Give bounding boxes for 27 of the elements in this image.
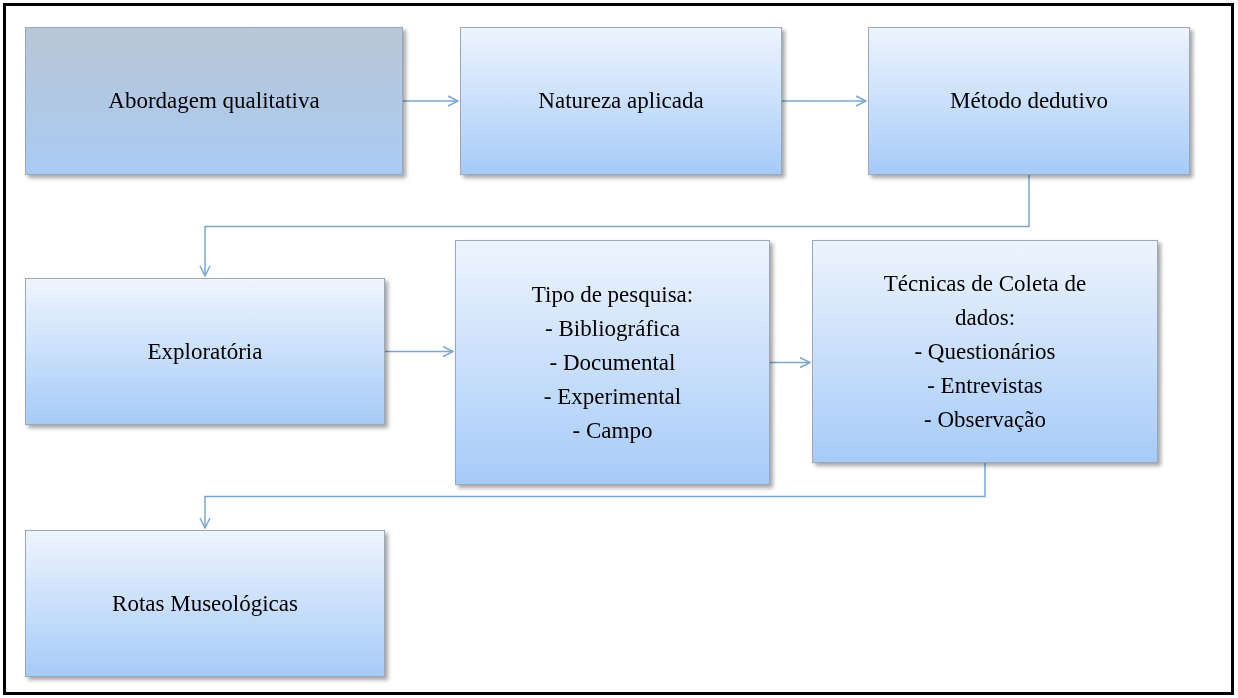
arrow	[769, 356, 811, 369]
process-box	[25, 278, 385, 425]
process-box	[868, 27, 1190, 175]
arrow	[402, 95, 459, 107]
box-text: - Campo	[572, 416, 653, 445]
box-text: - Questionários	[914, 337, 1056, 366]
box-text: - Experimental	[543, 382, 682, 411]
box-text: Tipo de pesquisa:	[531, 280, 694, 309]
box-text: - Bibliográfica	[545, 314, 680, 343]
box-text: - Observação	[924, 405, 1046, 434]
box-text: - Entrevistas	[927, 371, 1043, 400]
arrow	[199, 462, 986, 529]
box-text: Abordagem qualitativa	[108, 87, 320, 115]
process-box	[25, 530, 385, 677]
box-text: Método dedutivo	[950, 87, 1108, 115]
arrow	[199, 174, 1030, 277]
process-box	[812, 240, 1158, 463]
arrow	[384, 345, 454, 358]
process-box	[460, 27, 782, 175]
box-text: Técnicas de Coleta de dados:	[882, 269, 1088, 332]
process-box	[25, 27, 403, 175]
box-text: Exploratória	[147, 337, 263, 366]
box-text: - Documental	[549, 348, 676, 377]
process-box	[455, 240, 770, 485]
arrow	[781, 95, 867, 107]
box-text: Rotas Museológicas	[112, 589, 298, 618]
box-text: Natureza aplicada	[538, 87, 704, 115]
